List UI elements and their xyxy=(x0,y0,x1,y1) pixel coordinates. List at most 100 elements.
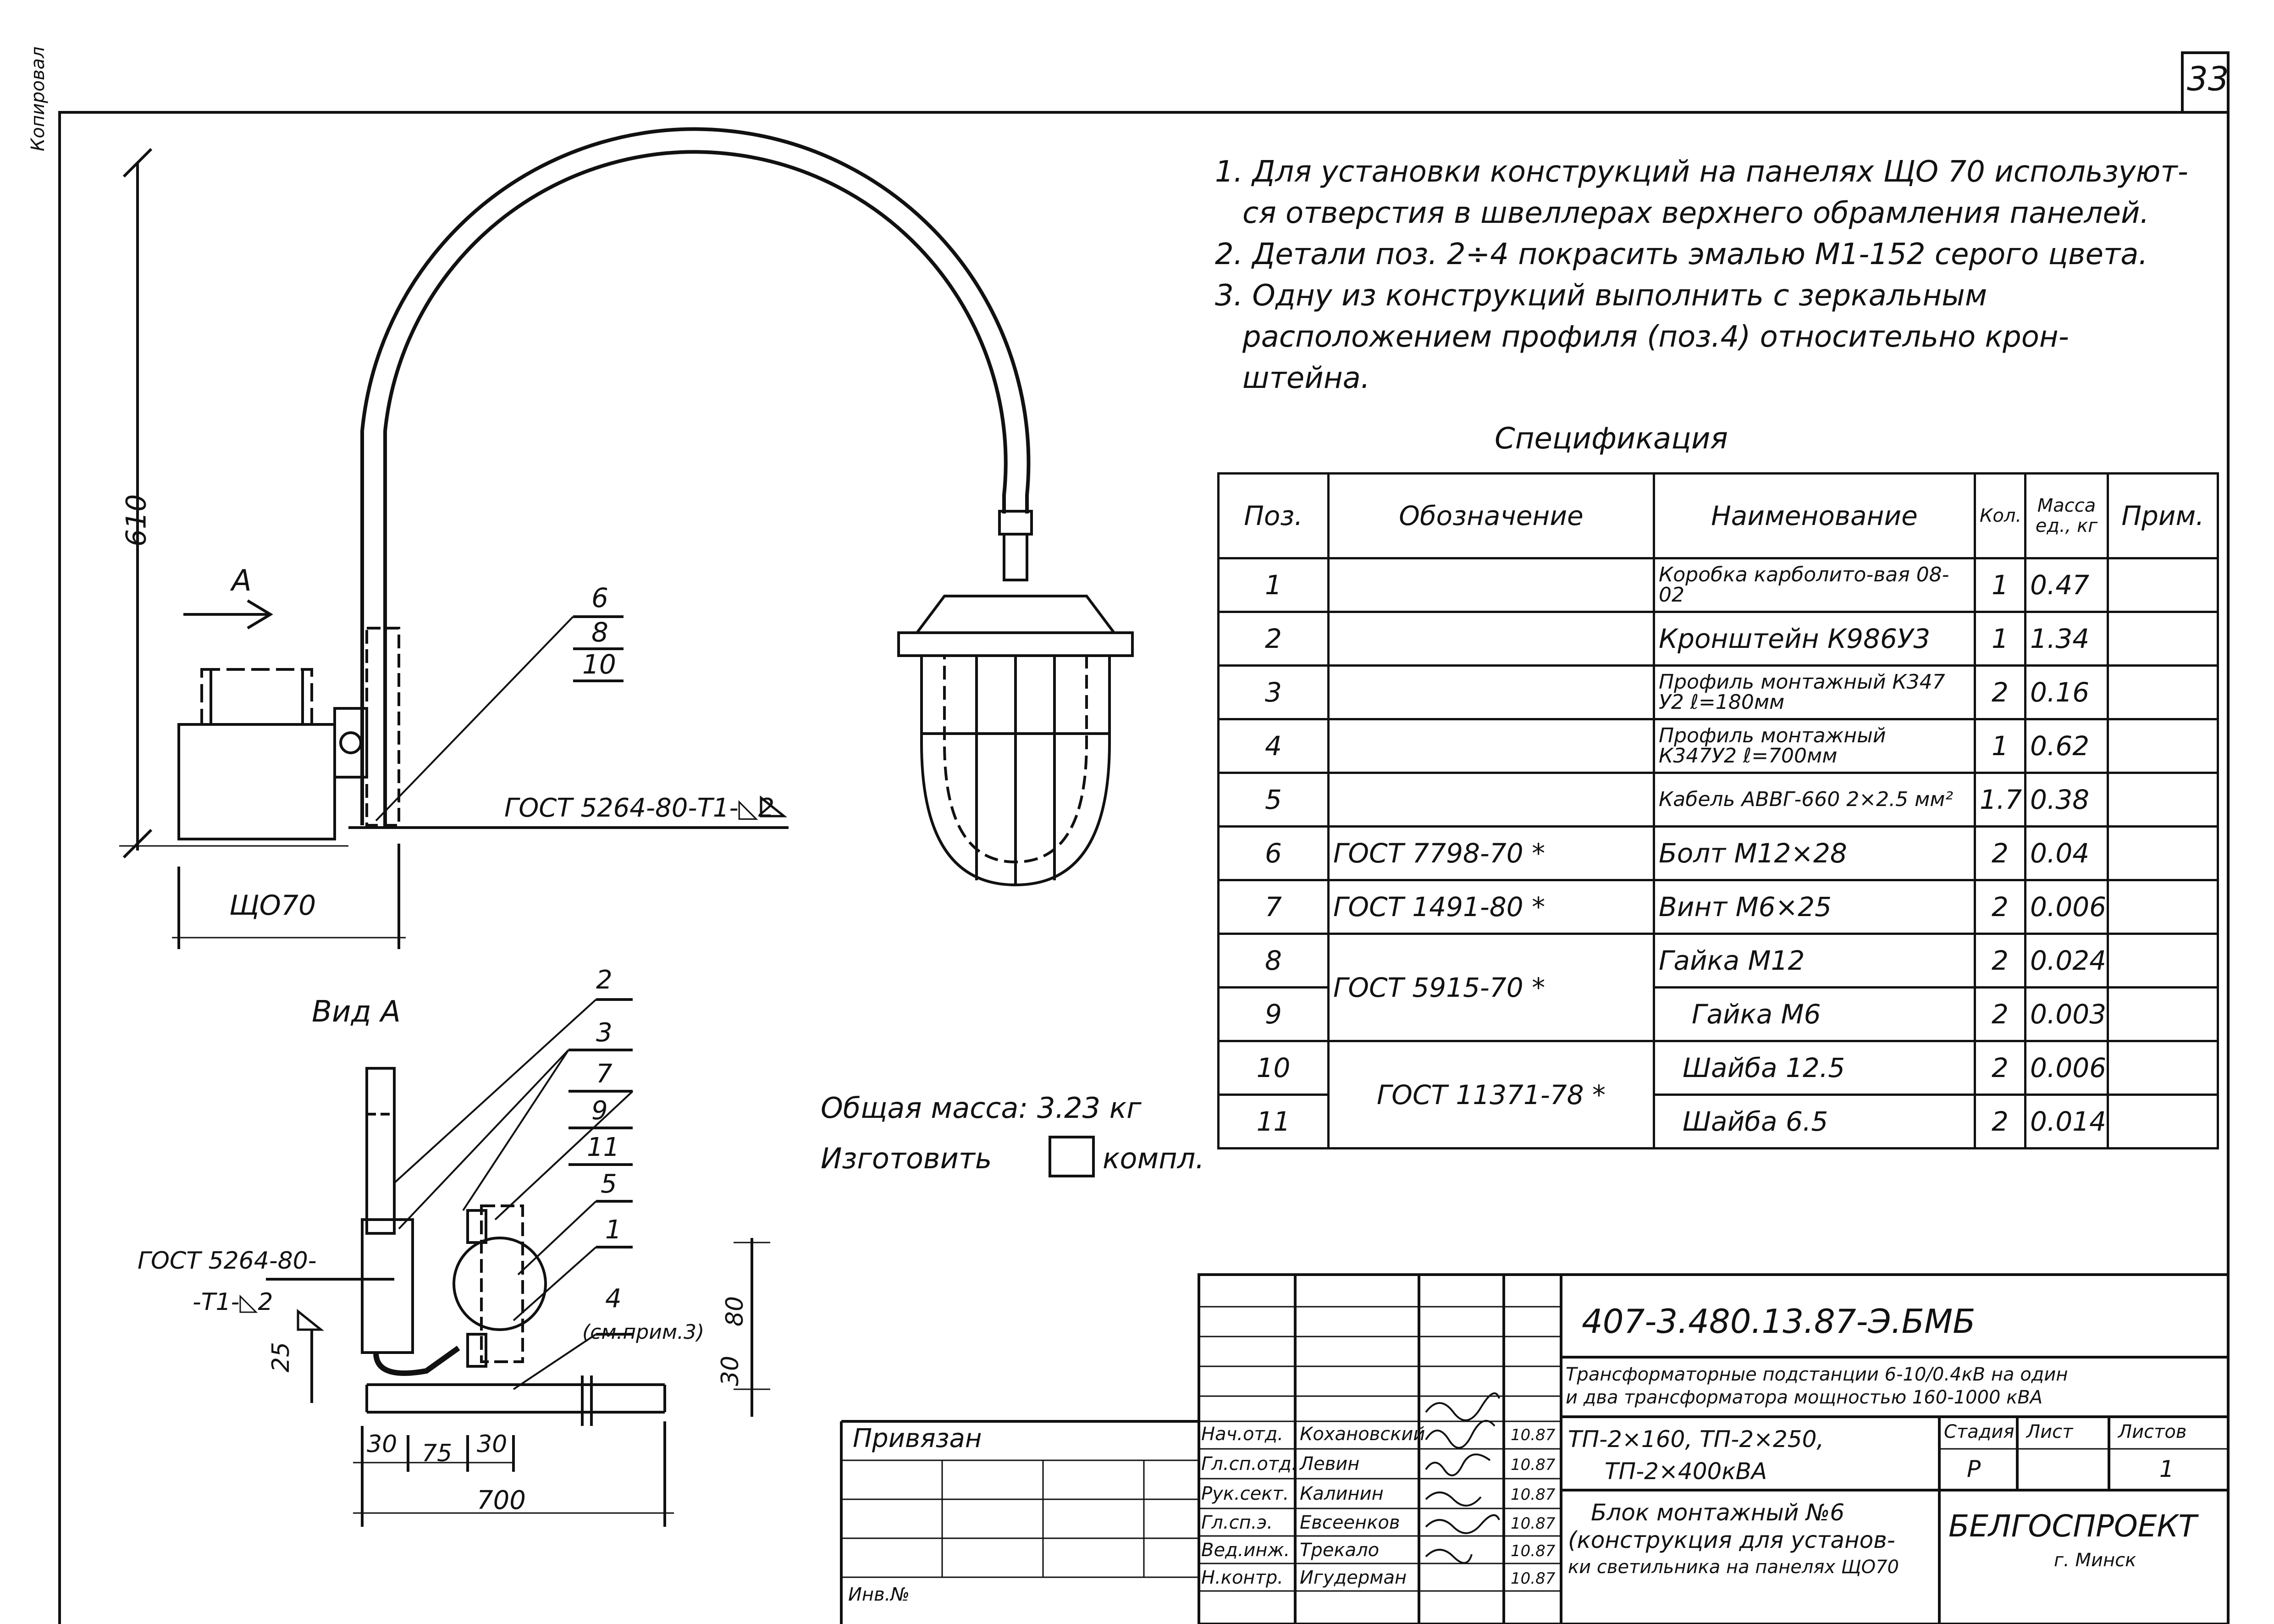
cell-name: Кабель АВВГ-660 2×2.5 мм² xyxy=(1653,772,1976,828)
cell-pos: 6 xyxy=(1217,825,1330,881)
cell-qty: 2 xyxy=(1974,1094,2026,1149)
cell-name: Болт М12×28 xyxy=(1653,825,1976,881)
cell-designation xyxy=(1327,664,1655,720)
table-row: 11 Шайба 6.5 2 0.014 xyxy=(1217,1094,2219,1149)
weld-label-left-1: ГОСТ 5264-80- xyxy=(138,1247,317,1275)
dim-700: 700 xyxy=(477,1486,526,1515)
staff-date: 10.87 xyxy=(1511,1456,1556,1474)
cell-name: Профиль монтажный К347 У2 ℓ=180мм xyxy=(1653,664,1976,720)
cell-note xyxy=(2107,933,2219,989)
specification-table: Поз. Обозначение Наименование Кол. Масса… xyxy=(1217,472,2219,1149)
block-name-3: ки светильника на панелях ЩО70 xyxy=(1568,1557,1899,1578)
header-qty: Кол. xyxy=(1974,472,2026,559)
table-row: 10 ГОСТ 11371-78 * Шайба 12.5 2 0.006 xyxy=(1217,1040,2219,1149)
callout-7: 7 xyxy=(596,1059,613,1089)
sheet-number: 33 xyxy=(2187,60,2229,98)
view-a-title: Вид А xyxy=(312,995,401,1029)
cell-qty: 1 xyxy=(1974,557,2026,613)
callout-5: 5 xyxy=(601,1169,617,1199)
inventory-label: Инв.№ xyxy=(848,1584,910,1605)
sheet-frame xyxy=(58,111,2230,1624)
block-name-1: Блок монтажный №6 xyxy=(1591,1499,1845,1526)
cell-name: Кронштейн К986У3 xyxy=(1653,611,1976,667)
cell-mass: 0.014 xyxy=(2024,1094,2109,1149)
cell-qty: 2 xyxy=(1974,825,2026,881)
callout-2: 2 xyxy=(596,965,613,995)
callout-9: 9 xyxy=(591,1096,608,1126)
cell-name: Гайка М12 xyxy=(1653,933,1976,989)
dim-75: 75 xyxy=(422,1440,453,1467)
callout-1: 1 xyxy=(605,1215,622,1245)
organization: БЕЛГОСПРОЕКТ xyxy=(1948,1508,2197,1544)
cell-qty: 2 xyxy=(1974,664,2026,720)
cell-note xyxy=(2107,825,2219,881)
staff-date: 10.87 xyxy=(1511,1569,1556,1588)
note-line: 3. Одну из конструкций выполнить с зерка… xyxy=(1215,279,1987,313)
cell-designation: ГОСТ 5915-70 * xyxy=(1327,933,1655,1042)
staff-name: Кохановский xyxy=(1300,1424,1425,1445)
note-line: 2. Детали поз. 2÷4 покрасить эмалью М1-1… xyxy=(1215,238,2148,271)
cell-mass: 0.16 xyxy=(2024,664,2109,720)
sheets-value: 1 xyxy=(2159,1456,2174,1482)
stage-label: Стадия xyxy=(1944,1421,2015,1442)
cell-pos: 4 xyxy=(1217,718,1330,774)
cell-designation: ГОСТ 1491-80 * xyxy=(1327,879,1655,935)
dim-25: 25 xyxy=(267,1342,295,1373)
dim-610: 610 xyxy=(120,494,153,547)
general-notes: 1. Для установки конструкций на панелях … xyxy=(1215,151,2224,399)
cell-note xyxy=(2107,1094,2219,1149)
callout-4-note: (см.прим.3) xyxy=(582,1320,705,1344)
cell-note xyxy=(2107,664,2219,720)
callout-3: 3 xyxy=(596,1018,613,1048)
header-name: Наименование xyxy=(1653,472,1976,559)
dim-80: 80 xyxy=(721,1296,749,1327)
staff-name: Евсеенков xyxy=(1300,1512,1400,1533)
total-mass: Общая масса: 3.23 кг xyxy=(821,1091,1142,1125)
sheet-label: Лист xyxy=(2026,1421,2073,1442)
cell-qty: 1 xyxy=(1974,611,2026,667)
weld-label-left-2: -Т1-◺2 xyxy=(193,1288,273,1316)
cell-mass: 0.0066 xyxy=(2024,879,2109,935)
cell-mass: 0.47 xyxy=(2024,557,2109,613)
cell-name: Шайба 6.5 xyxy=(1653,1094,1976,1149)
cell-mass: 0.38 xyxy=(2024,772,2109,828)
cell-qty: 2 xyxy=(1974,933,2026,989)
cell-note xyxy=(2107,611,2219,667)
note-line: расположением профиля (поз.4) относитель… xyxy=(1242,320,2069,354)
callout-8: 8 xyxy=(591,617,608,648)
cell-qty: 2 xyxy=(1974,986,2026,1042)
substation-types-1: ТП-2×160, ТП-2×250, xyxy=(1568,1426,1824,1453)
cell-pos: 7 xyxy=(1217,879,1330,935)
cell-qty: 1.7 xyxy=(1974,772,2026,828)
kit-checkbox[interactable] xyxy=(1050,1137,1093,1176)
note-line: штейна. xyxy=(1242,361,1370,395)
view-a-arrow-label: А xyxy=(232,564,252,598)
sheets-label: Листов xyxy=(2118,1421,2187,1442)
kit-label: компл. xyxy=(1103,1142,1205,1175)
cell-note xyxy=(2107,718,2219,774)
callout-6: 6 xyxy=(591,582,608,613)
cell-qty: 2 xyxy=(1974,879,2026,935)
cell-note xyxy=(2107,1040,2219,1096)
spec-header-row: Поз. Обозначение Наименование Кол. Масса… xyxy=(1217,472,2219,559)
callout-10: 10 xyxy=(582,649,616,680)
cell-note xyxy=(2107,772,2219,828)
staff-role: Вед.инж. xyxy=(1201,1540,1290,1561)
staff-name: Левин xyxy=(1300,1453,1360,1475)
table-row: 5 Кабель АВВГ-660 2×2.5 мм² 1.7 0.38 xyxy=(1217,772,2219,828)
cell-pos: 8 xyxy=(1217,933,1330,989)
cell-designation xyxy=(1327,718,1655,774)
document-code: 407-3.480.13.87-Э.БМБ xyxy=(1582,1302,1976,1341)
cell-name: Гайка М6 xyxy=(1653,986,1976,1042)
cell-name: Коробка карболито-вая 08-02 xyxy=(1653,557,1976,613)
cell-designation xyxy=(1327,557,1655,613)
cell-mass: 0.006 xyxy=(2024,1040,2109,1096)
staff-role: Нач.отд. xyxy=(1201,1424,1284,1445)
cell-name: Профиль монтажный К347У2 ℓ=700мм xyxy=(1653,718,1976,774)
dim-30-vertical: 30 xyxy=(717,1355,745,1386)
spec-title: Спецификация xyxy=(1495,422,1728,456)
header-pos: Поз. xyxy=(1217,472,1330,559)
cell-note xyxy=(2107,557,2219,613)
weld-label-top: ГОСТ 5264-80-Т1-◺2 xyxy=(504,793,775,823)
staff-role: Рук.сект. xyxy=(1201,1483,1289,1504)
